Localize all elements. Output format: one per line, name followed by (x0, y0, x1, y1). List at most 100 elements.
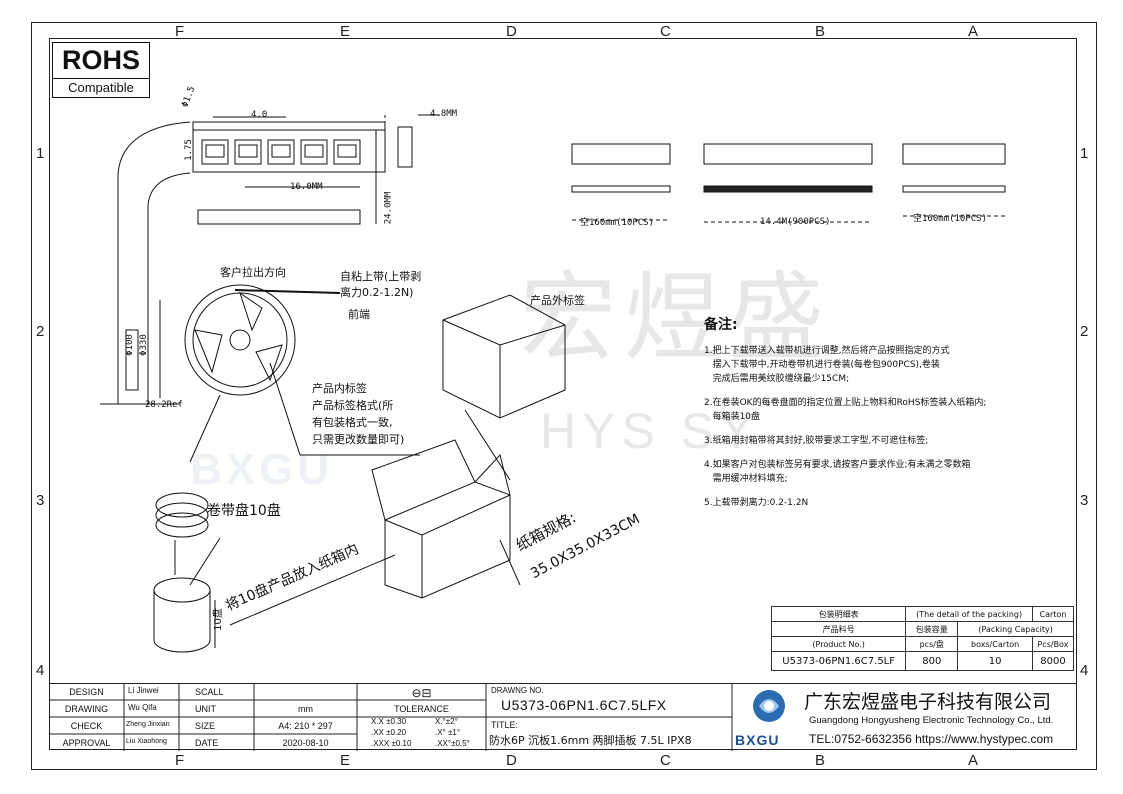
zone-label: 4 (36, 662, 45, 679)
dim-phi100: Φ100 (124, 334, 135, 356)
row-value: mm (298, 704, 313, 714)
company-name-cn: 广东宏煜盛电子科技有限公司 (804, 691, 1052, 713)
packing-v2: 10 (957, 651, 1033, 671)
zone-label: F (175, 23, 185, 40)
zone-label: 2 (1080, 323, 1089, 340)
packing-h2: (The detail of the packing) (905, 606, 1033, 622)
rohs-subtitle: Compatible (53, 78, 149, 97)
tol-a: X.X ±0.30 (371, 717, 407, 726)
tol-a: .XXX ±0.10 (371, 739, 412, 748)
company-name-en: Guangdong Hongyusheng Electronic Technol… (809, 715, 1054, 726)
note-item: 1.把上下载带送入载带机进行调整,然后将产品按照指定的方式 摆入下载带中,开动卷… (704, 346, 950, 384)
label-ten: 10盘 (212, 608, 224, 631)
row-name: Wu Qifa (128, 703, 157, 712)
row-field: SCALL (195, 687, 224, 697)
tol-b: .XX°±0.5° (435, 739, 470, 748)
drawing-outer-frame (31, 22, 1097, 770)
label-inner-3: 有包装格式一致, (312, 416, 393, 429)
zone-label: F (175, 752, 185, 769)
row-name: Zheng Jinxian (126, 721, 170, 728)
title-block: DESIGN Li Jinwei SCALL DRAWING Wu Qifa U… (49, 683, 1077, 751)
dim-empty-left: 空160mm(10PCS) (580, 218, 655, 228)
zone-label: C (660, 23, 671, 40)
packing-h1: 包装明细表 (770, 606, 907, 622)
row-field: UNIT (195, 704, 216, 714)
zone-label: E (340, 23, 351, 40)
drawing-title: 防水6P 沉板1.6mm 两脚插板 7.5L IPX8 (489, 734, 692, 747)
drawing-inner-frame (49, 38, 1077, 750)
label-inner-2: 产品标签格式(所 (312, 399, 394, 412)
zone-label: B (815, 752, 826, 769)
zone-label: D (506, 23, 517, 40)
tolerance-label: TOLERANCE (394, 704, 449, 714)
zone-label: D (506, 752, 517, 769)
label-outer: 产品外标签 (530, 294, 585, 307)
row-name: Liu Xiaohong (126, 738, 167, 745)
projection-icon: ⊖⊟ (411, 686, 432, 700)
packing-cap-en: (Packing Capacity) (957, 621, 1074, 637)
rohs-title: ROHS (61, 45, 140, 75)
packing-v3: 8000 (1031, 651, 1075, 671)
zone-label: B (815, 23, 826, 40)
rohs-badge: ROHS Compatible (52, 42, 150, 98)
packing-h3: Carton (1031, 606, 1075, 622)
row-field: DATE (195, 738, 219, 748)
packing-cap-cn: 包装容量 (905, 621, 959, 637)
label-tape-1: 自粘上带(上带剥 (340, 270, 422, 283)
note-item: 4.如果客户对包装标签另有要求,请按客户要求作业;有未满之零数箱 需用缓冲材料填… (704, 460, 971, 484)
zone-label: 1 (36, 145, 45, 162)
zone-label: 4 (1080, 662, 1089, 679)
row-value: A4: 210 * 297 (278, 721, 333, 731)
title-block-lines (49, 684, 733, 751)
row-field: SIZE (195, 721, 216, 731)
watermark-cn: 宏煜盛 (520, 262, 832, 374)
dim-empty-right: 空160mm(10PCS) (913, 214, 988, 224)
row-label: DRAWING (64, 704, 109, 714)
zone-label: A (968, 752, 979, 769)
packing-pn: U5373-06PN1.6C7.5LF (770, 651, 907, 671)
title-label: TITLE: (491, 720, 519, 730)
row-label: DESIGN (69, 687, 104, 697)
notes-block: 备注: 1.把上下载带送入载带机进行调整,然后将产品按照指定的方式 摆入下载带中… (704, 314, 1064, 510)
packing-table: 包装明细表 (The detail of the packing) Carton… (770, 606, 1075, 671)
dim-ref: 28.2Ref (145, 400, 183, 410)
label-reels: 卷带盘10盘 (207, 503, 281, 519)
dim-middle: 14.4M(900PCS) (760, 217, 831, 227)
drawing-no: U5373-06PN1.6C7.5LFX (501, 697, 667, 713)
tol-a: .XX ±0.20 (371, 728, 407, 737)
dim-edge: 1.75 (183, 139, 194, 161)
packing-product-en: (Product No.) (770, 636, 907, 652)
packing-col2: boxs/Carton (957, 636, 1033, 652)
row-name: Li Jinwei (128, 686, 159, 695)
dim-24: 24.0MM (383, 191, 394, 225)
drawing-no-label: DRAWNG NO. (491, 686, 544, 695)
tol-b: .X° ±1° (435, 728, 461, 737)
note-item: 5.上载带剥离力:0.2-1.2N (704, 498, 809, 508)
label-inner-1: 产品内标签 (312, 382, 367, 395)
label-inner-4: 只需更改数量即可) (312, 433, 405, 446)
zone-label: 2 (36, 323, 45, 340)
packing-col1: pcs/盘 (905, 636, 959, 652)
zone-label: C (660, 752, 671, 769)
zone-label: A (968, 23, 979, 40)
company-logo-text: BXGU (735, 732, 780, 748)
dim-16: 16.0MM (290, 182, 323, 192)
company-contact: TEL:0752-6632356 https://www.hystypec.co… (809, 732, 1054, 746)
note-item: 3.纸箱用封箱带将其封好,胶带要求工字型,不可遮住标签; (704, 436, 929, 446)
tol-b: X.°±2° (435, 717, 458, 726)
note-item: 2.在卷装OK的每卷盘面的指定位置上贴上物料和RoHS标签装入纸箱内; 每箱装1… (704, 398, 987, 422)
zone-label: 3 (36, 492, 45, 509)
zone-label: 3 (1080, 492, 1089, 509)
packing-col3: Pcs/Box (1031, 636, 1075, 652)
packing-v1: 800 (905, 651, 959, 671)
label-pull-direction: 客户拉出方向 (220, 266, 286, 279)
row-label: APPROVAL (62, 738, 111, 748)
watermark-en: HYS SY (540, 403, 760, 459)
row-value: 2020-08-10 (282, 738, 329, 748)
row-label: CHECK (70, 721, 103, 731)
company-logo-icon (749, 688, 789, 724)
dim-pitch: 4.0 (251, 110, 268, 120)
notes-heading: 备注: (704, 317, 738, 333)
label-front: 前端 (348, 308, 370, 321)
